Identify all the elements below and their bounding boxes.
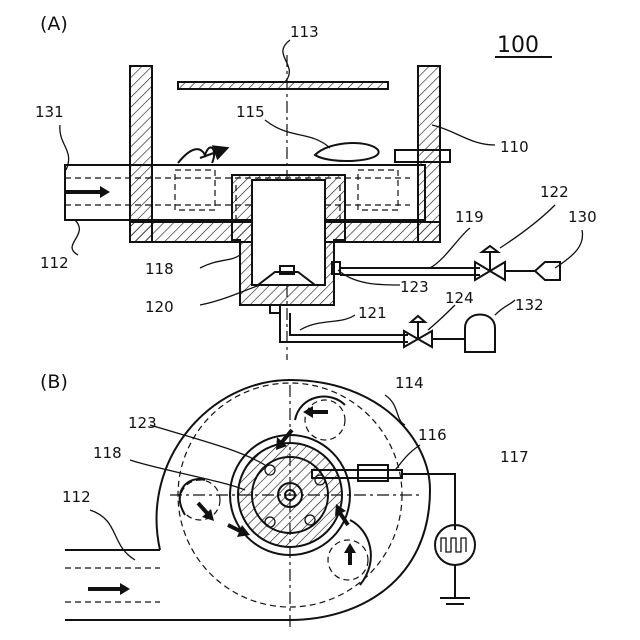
valve-124-right — [418, 331, 432, 347]
igniter-wire — [402, 474, 455, 530]
label-122: 122 — [540, 183, 569, 201]
container-left-wall — [130, 66, 152, 242]
swirl-region-left — [180, 480, 220, 520]
label-132: 132 — [515, 296, 544, 314]
leader-123 — [338, 270, 400, 285]
air-line-121 — [280, 313, 408, 342]
leader-110 — [432, 125, 495, 145]
label-120: 120 — [145, 298, 174, 316]
figure-number: 100 — [497, 33, 539, 58]
valve-122-left — [475, 262, 490, 280]
flame-left — [180, 479, 205, 515]
leader-132 — [495, 300, 515, 315]
label-110: 110 — [500, 138, 529, 156]
label-130: 130 — [568, 208, 597, 226]
swirl-arrow-1-head — [303, 406, 313, 418]
label-119: 119 — [455, 208, 484, 226]
leader-118b — [130, 460, 245, 490]
label-123b: 123 — [128, 414, 157, 432]
label-118: 118 — [145, 260, 174, 278]
duct-window-left — [175, 170, 215, 210]
pulse-symbol — [441, 538, 466, 552]
leader-122 — [500, 205, 555, 248]
leader-121 — [300, 315, 355, 330]
valve-122-right — [490, 262, 505, 280]
air-pump-132 — [465, 315, 495, 353]
air-line-121-b — [290, 313, 408, 335]
air-inflow-arrowhead — [100, 186, 110, 198]
valve-124-left — [404, 331, 418, 347]
label-118b: 118 — [93, 444, 122, 462]
label-123: 123 — [400, 278, 429, 296]
leader-112b — [90, 510, 135, 560]
leader-114 — [385, 395, 405, 425]
label-124: 124 — [445, 289, 474, 307]
leader-131 — [60, 125, 69, 170]
swirl-region-top — [305, 400, 345, 440]
label-114: 114 — [395, 374, 424, 392]
label-115: 115 — [236, 103, 265, 121]
flame-top — [295, 397, 345, 420]
section-a-label: (A) — [40, 13, 68, 35]
valve-122-actuator — [482, 246, 498, 252]
burner-cavity — [252, 180, 325, 285]
swirl-arrow-3 — [198, 503, 207, 513]
label-116: 116 — [418, 426, 447, 444]
food-item-115 — [315, 143, 379, 161]
swirl-arrow-5-head — [344, 543, 356, 553]
section-b-label: (B) — [40, 371, 68, 393]
nozzle-flange — [270, 305, 280, 313]
duct-inflow-arrowhead — [120, 583, 130, 595]
leader-124 — [428, 305, 455, 330]
gas-source-130 — [535, 262, 560, 280]
label-117: 117 — [500, 448, 529, 466]
leader-115 — [265, 120, 330, 148]
label-113: 113 — [290, 23, 319, 41]
leader-116 — [395, 445, 420, 470]
container-right-wall — [418, 66, 440, 242]
leader-118 — [200, 255, 240, 268]
leader-112 — [72, 220, 79, 255]
label-112b: 112 — [62, 488, 91, 506]
leader-113 — [283, 40, 290, 82]
label-121: 121 — [358, 304, 387, 322]
duct-window-right — [358, 170, 398, 210]
label-112: 112 — [40, 254, 69, 272]
valve-124-actuator — [411, 316, 425, 322]
label-131: 131 — [35, 103, 64, 121]
plate-113 — [178, 82, 388, 89]
leader-123b — [150, 425, 265, 465]
